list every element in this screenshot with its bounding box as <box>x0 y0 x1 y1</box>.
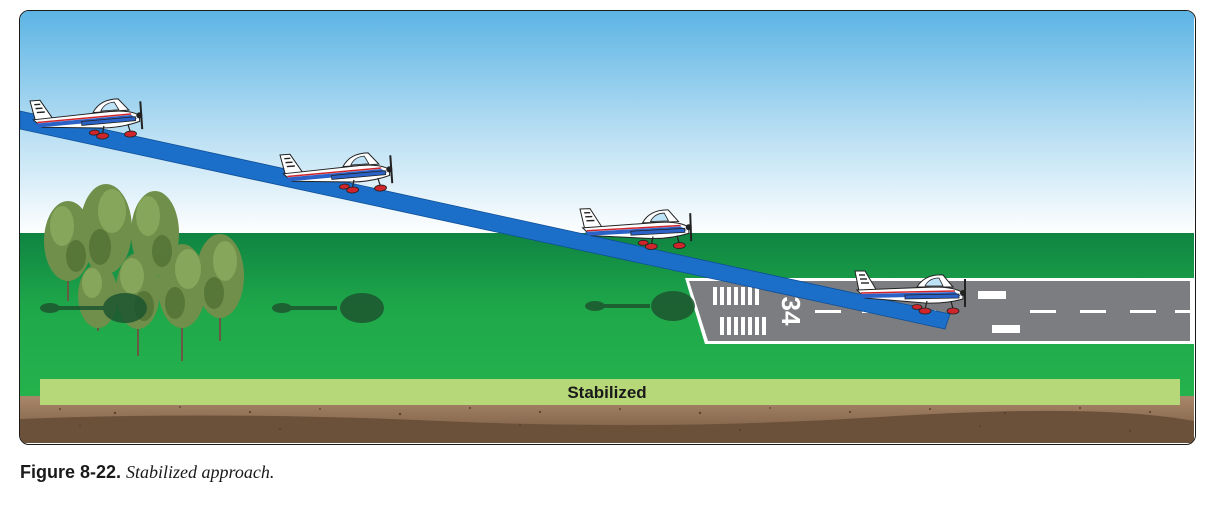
approach-illustration: Stabilized 34 <box>19 10 1196 445</box>
figure-caption-text: Stabilized approach. <box>126 462 274 482</box>
figure-caption: Figure 8-22. Stabilized approach. <box>20 462 274 483</box>
runway-number: 34 <box>776 297 806 326</box>
sky <box>20 11 1194 235</box>
stabilized-banner: Stabilized <box>40 379 1180 405</box>
banner-label: Stabilized <box>567 383 646 402</box>
figure-number: Figure 8-22. <box>20 462 121 482</box>
